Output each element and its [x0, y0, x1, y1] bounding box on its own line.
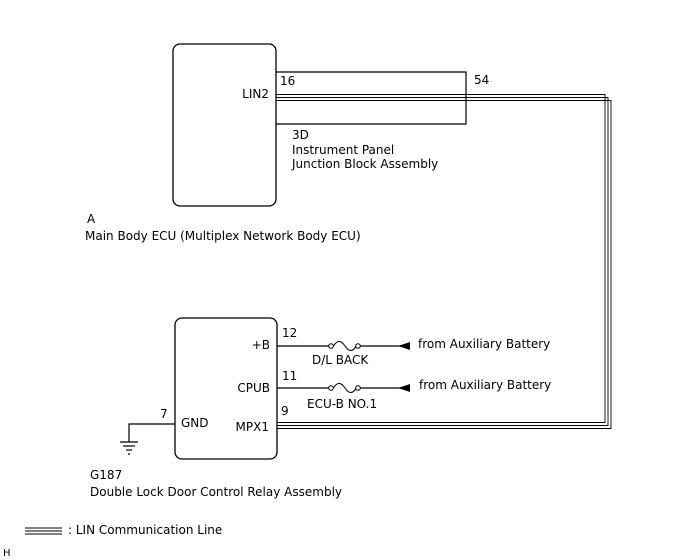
- fuse-dl-back-label: D/L BACK: [312, 353, 369, 367]
- ground-circuit: [120, 423, 175, 455]
- arrow-left-icon: [398, 342, 410, 350]
- junction-ref: 3D: [292, 128, 309, 142]
- b-circuit: [277, 340, 410, 352]
- relay-pin-number-12: 12: [282, 326, 297, 340]
- corner-mark: H: [3, 548, 11, 559]
- ecu-pin-label-lin2: LIN2: [242, 87, 269, 101]
- fuse-dl-back-icon: [333, 340, 357, 352]
- fuse-terminal-left: [328, 343, 334, 349]
- junction-name-line1: Instrument Panel: [292, 143, 394, 157]
- relay-pin-label-gnd: GND: [181, 416, 209, 430]
- relay-pin-number-7: 7: [160, 407, 168, 421]
- relay-pin-label-b: +B: [252, 338, 270, 352]
- fuse-ecub-icon: [333, 382, 357, 394]
- ecu-pin-number-16: 16: [280, 74, 295, 88]
- arrow-left-icon: [398, 384, 410, 392]
- relay-pin-number-11: 11: [282, 369, 297, 383]
- fuse-terminal-right: [355, 343, 361, 349]
- ecu-name: Main Body ECU (Multiplex Network Body EC…: [85, 229, 361, 243]
- relay-pin-number-9: 9: [281, 404, 289, 418]
- ecu-ref: A: [87, 212, 96, 226]
- fuse-terminal-left: [328, 385, 334, 391]
- relay-pin-label-mpx1: MPX1: [236, 420, 269, 434]
- legend-text: : LIN Communication Line: [68, 523, 222, 537]
- relay-name: Double Lock Door Control Relay Assembly: [90, 485, 342, 499]
- source-label-2: from Auxiliary Battery: [419, 378, 551, 392]
- legend-lin-line-icon: [25, 527, 62, 535]
- relay-pin-label-cpub: CPUB: [237, 381, 270, 395]
- cpub-circuit: [277, 382, 410, 394]
- junction-block-outline: [276, 71, 467, 125]
- junction-name-line2: Junction Block Assembly: [291, 157, 438, 171]
- fuse-terminal-right: [355, 385, 361, 391]
- ground-icon: [120, 441, 138, 455]
- source-label-1: from Auxiliary Battery: [418, 337, 550, 351]
- relay-ref: G187: [90, 468, 122, 482]
- junction-pin-number-54: 54: [474, 73, 489, 87]
- fuse-ecub-label: ECU-B NO.1: [307, 397, 377, 411]
- main-body-ecu-box: [172, 43, 277, 207]
- lin-communication-line: [276, 94, 612, 429]
